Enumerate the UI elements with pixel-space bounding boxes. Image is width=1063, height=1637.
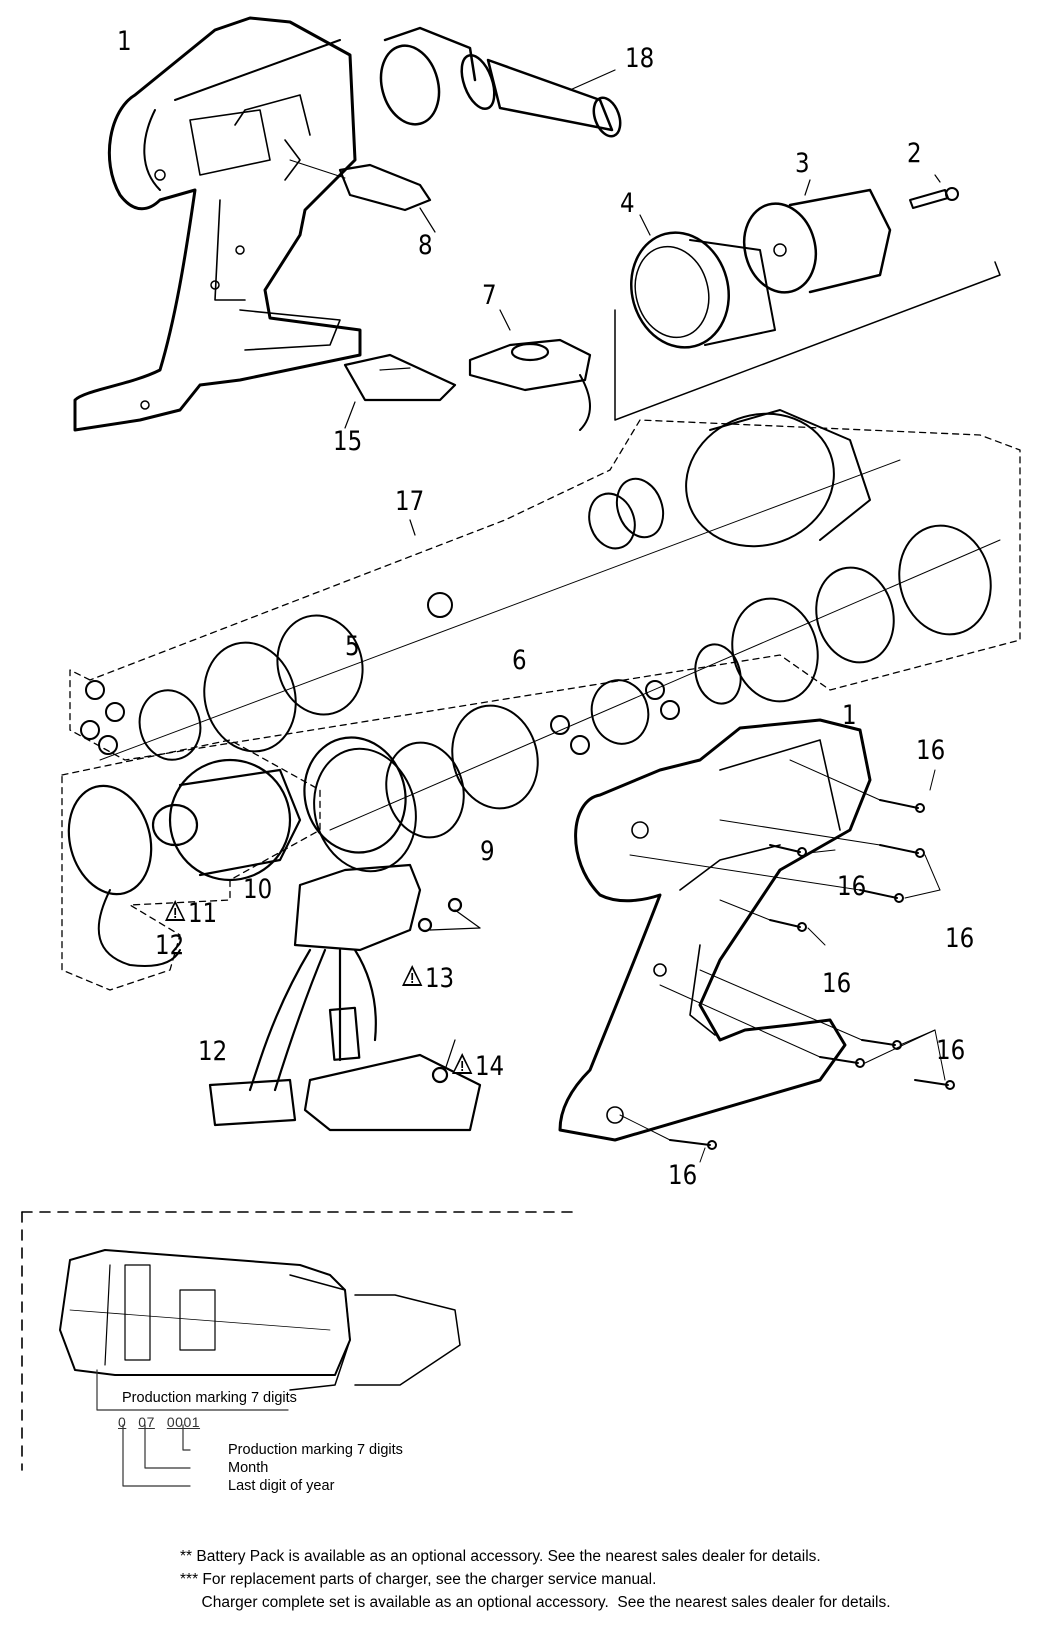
callout-4: 4 bbox=[620, 188, 635, 219]
callout-12-a: 12 bbox=[155, 930, 185, 961]
production-marking-leaders bbox=[96, 1369, 289, 1487]
callout-13: 13 bbox=[402, 965, 454, 992]
warning-icon bbox=[452, 1053, 473, 1074]
callout-1-top: 1 bbox=[117, 26, 132, 57]
part-7 bbox=[468, 309, 592, 431]
production-marking-label: Production marking 7 digits bbox=[122, 1390, 297, 1406]
callout-16-c: 16 bbox=[945, 923, 975, 954]
note-charger-parts: *** For replacement parts of charger, se… bbox=[180, 1571, 657, 1588]
drill-top-view bbox=[59, 1249, 461, 1391]
callout-7: 7 bbox=[482, 280, 497, 311]
callout-10: 10 bbox=[243, 874, 273, 905]
legend-month: Month bbox=[228, 1460, 269, 1476]
screw-leaders bbox=[619, 759, 946, 1163]
assembly-bracket bbox=[614, 261, 1001, 421]
legend-last-digit-of-year: Last digit of year bbox=[228, 1478, 335, 1494]
part-4-ring bbox=[630, 214, 776, 349]
callout-6: 6 bbox=[512, 645, 527, 676]
housing-right-half bbox=[558, 718, 872, 1142]
gearbox-lower-row bbox=[80, 524, 1001, 873]
assembly-17-outline bbox=[69, 419, 1021, 761]
part-2-screw bbox=[909, 174, 959, 209]
note-charger-set: Charger complete set is available as an … bbox=[180, 1594, 891, 1611]
callout-1-right: 1 bbox=[842, 700, 857, 731]
warning-icon bbox=[402, 965, 423, 986]
callout-8: 8 bbox=[418, 230, 433, 261]
callout-16-f: 16 bbox=[668, 1160, 698, 1191]
legend-production-marking: Production marking 7 digits bbox=[228, 1442, 403, 1458]
callout-16-e: 16 bbox=[936, 1035, 966, 1066]
end-plate bbox=[303, 736, 481, 933]
note-battery-pack: ** Battery Pack is available as an optio… bbox=[180, 1548, 821, 1565]
callout-15: 15 bbox=[333, 426, 363, 457]
callout-18: 18 bbox=[625, 43, 655, 74]
callout-14: 14 bbox=[452, 1053, 504, 1080]
callout-5: 5 bbox=[345, 631, 360, 662]
callout-12-b: 12 bbox=[198, 1036, 228, 1067]
side-handle bbox=[379, 26, 622, 138]
callout-16-d: 16 bbox=[822, 968, 852, 999]
callout-16-a: 16 bbox=[916, 735, 946, 766]
part-15 bbox=[343, 353, 457, 429]
callout-3: 3 bbox=[795, 148, 810, 179]
part-3-chuck bbox=[742, 179, 892, 294]
screws-16 bbox=[669, 799, 955, 1150]
leader-18 bbox=[569, 69, 616, 91]
controller-board bbox=[303, 1039, 482, 1132]
callout-17: 17 bbox=[395, 486, 425, 517]
housing-left-half bbox=[73, 16, 362, 432]
warning-icon bbox=[165, 900, 186, 921]
motor bbox=[67, 758, 302, 967]
trigger-switch bbox=[208, 863, 422, 1127]
callout-16-b: 16 bbox=[837, 871, 867, 902]
callout-2: 2 bbox=[907, 138, 922, 169]
part-8 bbox=[289, 159, 436, 233]
callout-11: 11 bbox=[165, 900, 217, 927]
gearbox-upper-row bbox=[99, 409, 901, 761]
callout-9: 9 bbox=[480, 836, 495, 867]
